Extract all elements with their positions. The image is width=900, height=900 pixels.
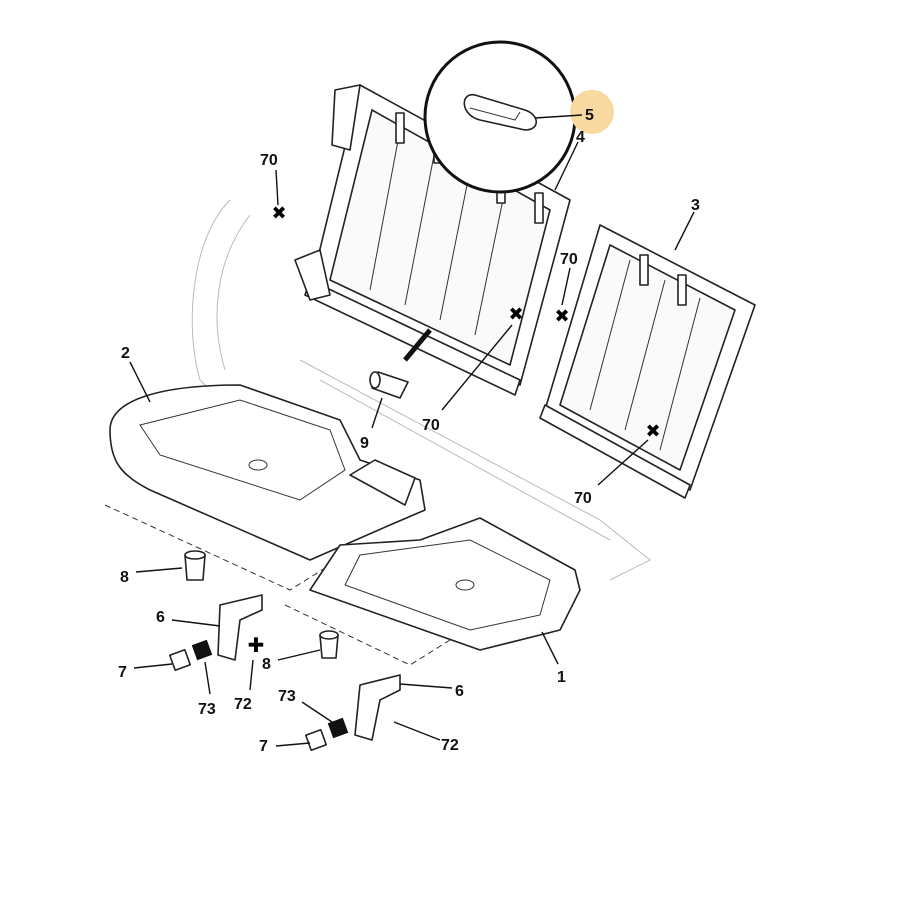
- x-marker-icon: ✖: [271, 203, 286, 224]
- vehicle-body-outline: [191, 199, 651, 581]
- callout-70: 70: [422, 417, 440, 434]
- callout-9: 9: [360, 435, 369, 452]
- x-marker-icon: ✖: [554, 306, 569, 327]
- callout-5: 5: [585, 107, 594, 124]
- fixing-markers: ✖ ✖ ✖ ✖ ✚: [248, 203, 661, 657]
- callout-73: 73: [198, 701, 216, 718]
- callout-4: 4: [576, 129, 585, 146]
- callout-3: 3: [691, 197, 700, 214]
- callout-7: 7: [118, 664, 127, 681]
- callout-highlight: [570, 90, 614, 134]
- callout-6: 6: [156, 609, 165, 626]
- callout-1: 1: [557, 669, 566, 686]
- plus-marker-icon: ✚: [248, 633, 265, 657]
- callout-labels: 70 5 4 3 70 2 9 70 70 8 6 7 73 72 8 1 6 …: [118, 107, 700, 755]
- callout-8: 8: [120, 569, 129, 586]
- seatback-frame-small: [539, 224, 756, 499]
- callout-8: 8: [262, 656, 271, 673]
- callout-2: 2: [121, 345, 130, 362]
- callout-72: 72: [441, 737, 459, 754]
- fasteners: [168, 550, 401, 752]
- callout-70: 70: [574, 490, 592, 507]
- leader-lines: [129, 114, 695, 747]
- callout-70: 70: [560, 251, 578, 268]
- callout-6: 6: [455, 683, 464, 700]
- spacer-sleeve: [369, 328, 432, 399]
- callout-72: 72: [234, 696, 252, 713]
- x-marker-icon: ✖: [645, 421, 660, 442]
- callout-70: 70: [260, 152, 278, 169]
- seat-base-right: [284, 517, 581, 666]
- x-marker-icon: ✖: [508, 304, 523, 325]
- callout-73: 73: [278, 688, 296, 705]
- callout-7: 7: [259, 738, 268, 755]
- seat-base-left: [104, 384, 426, 591]
